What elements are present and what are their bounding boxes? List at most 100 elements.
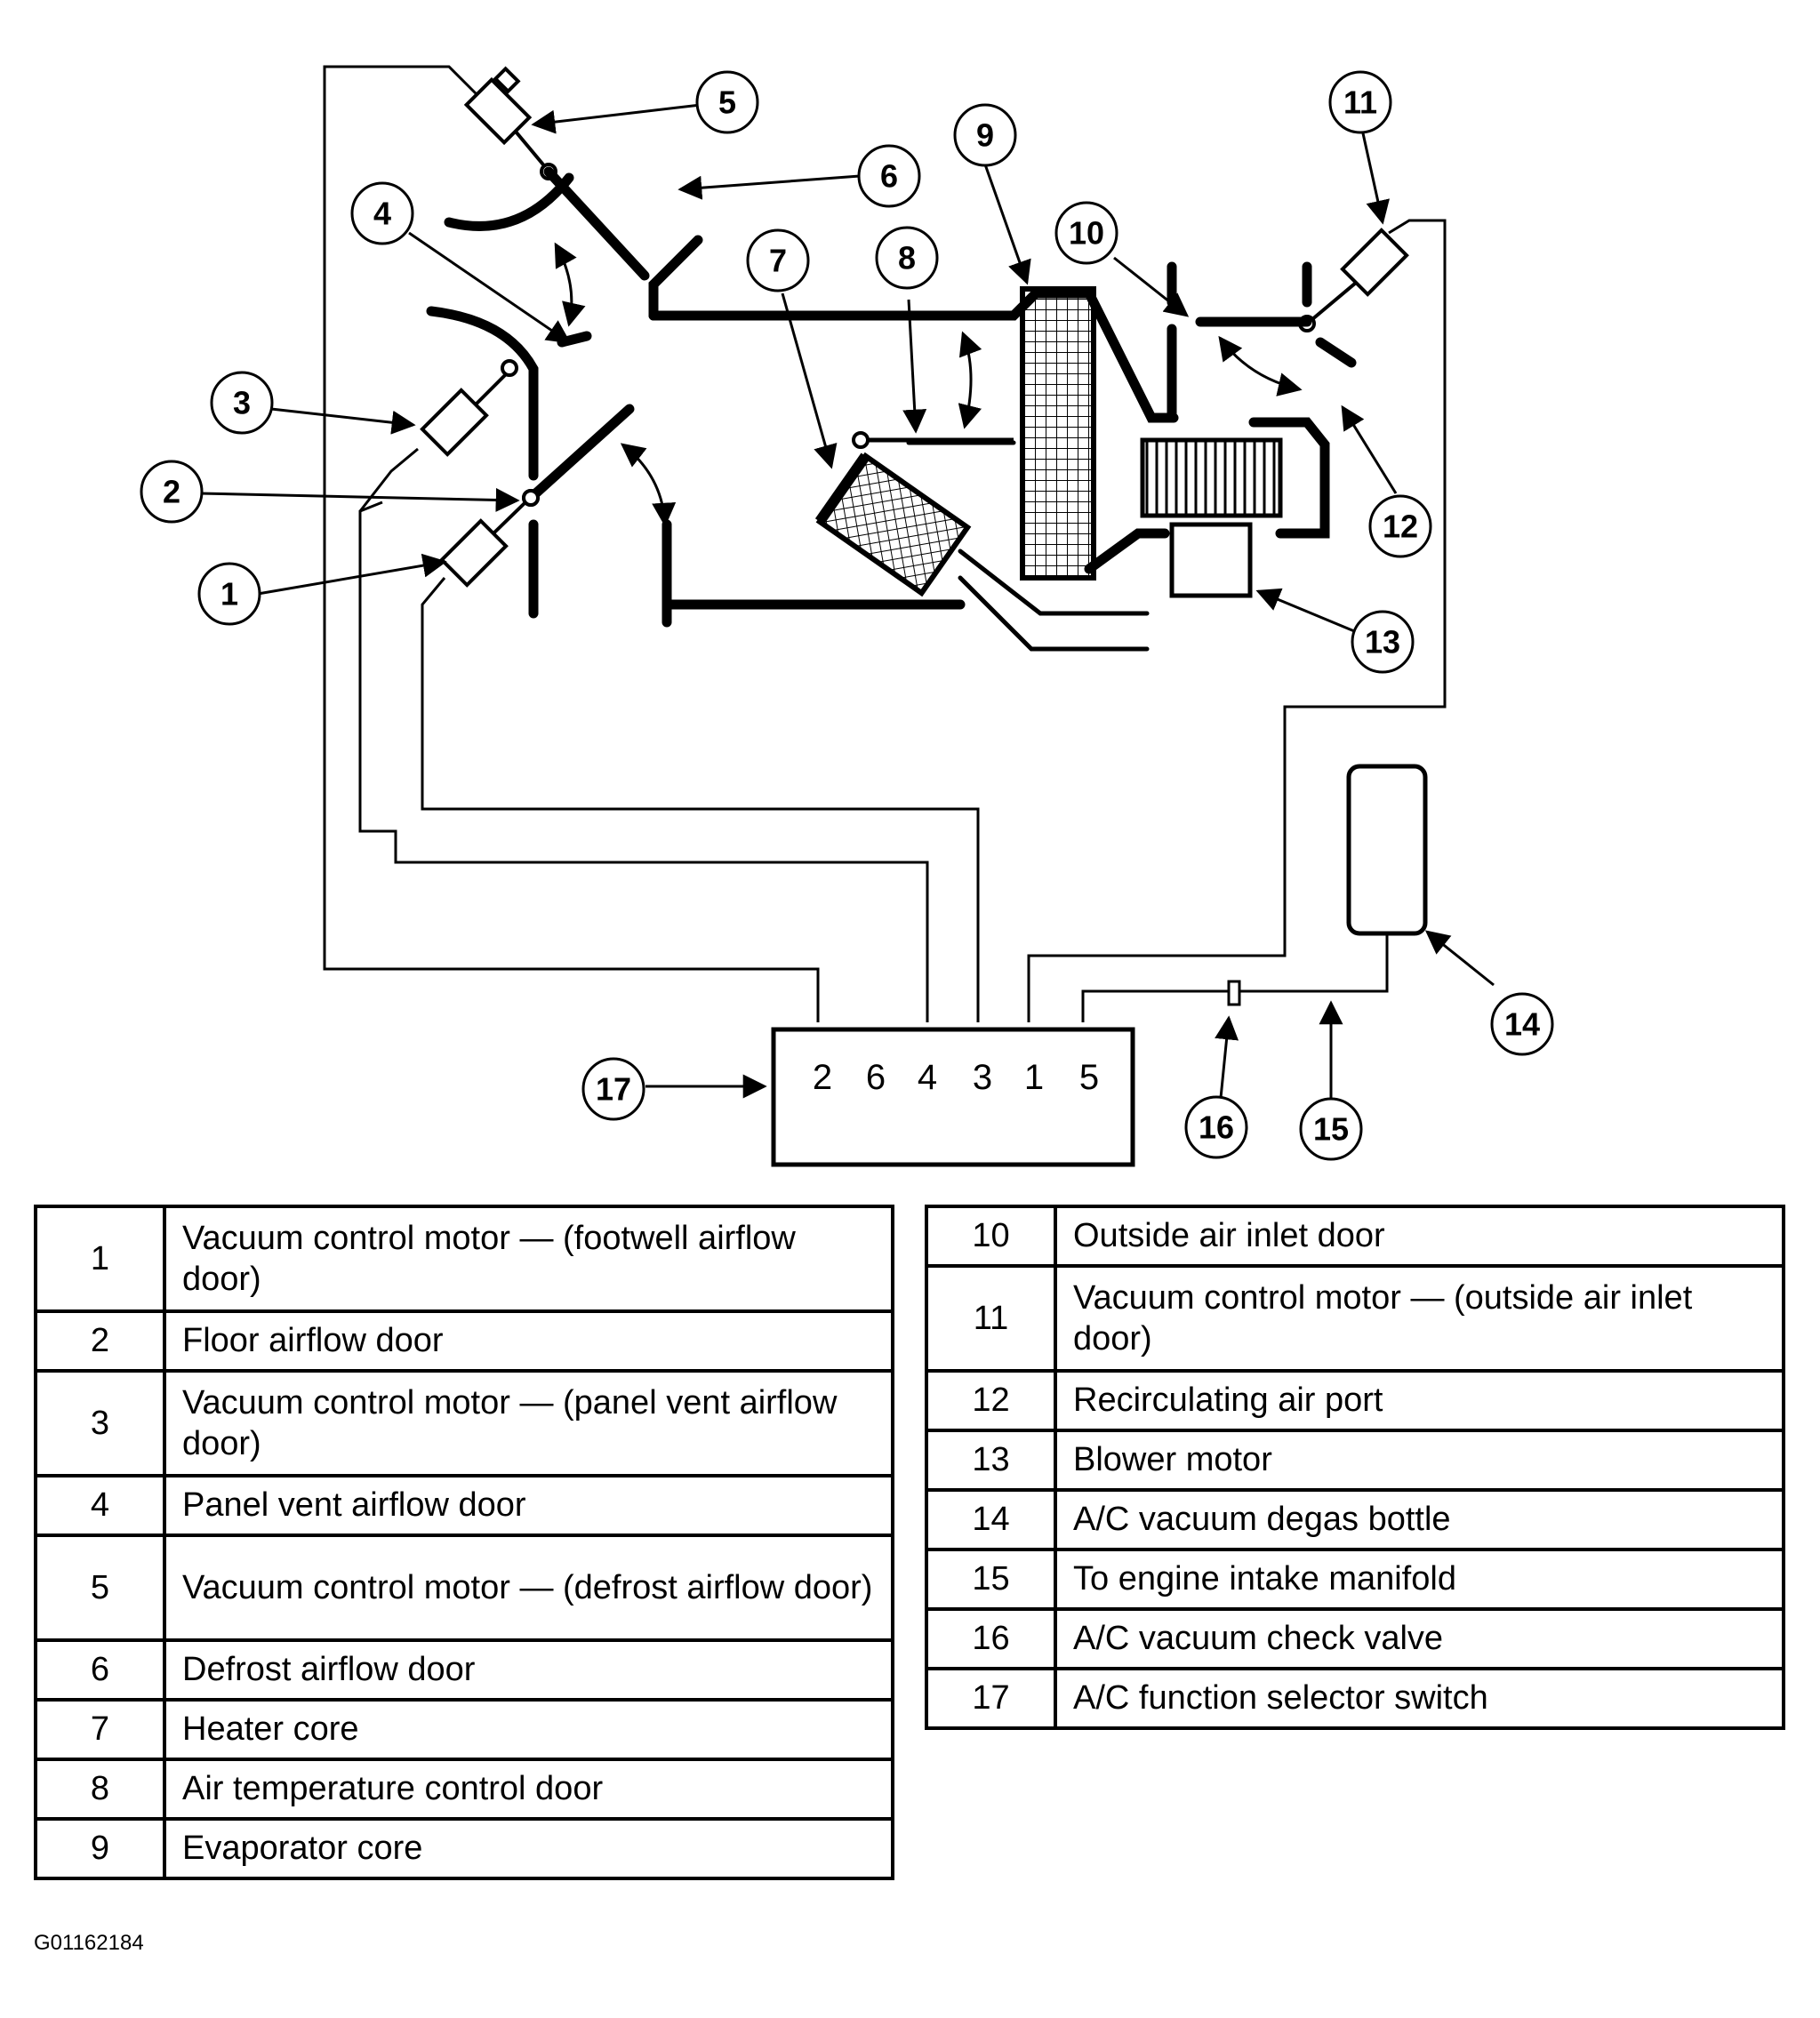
callout-number: 14 [1504,1006,1540,1043]
legend-label: A/C function selector switch [1054,1667,1785,1730]
callout-9: 9 [953,103,1017,167]
legend-label: Vacuum control motor — (defrost airflow … [163,1534,894,1642]
vacuum-motor-11 [1298,228,1409,332]
hose-port-3 [421,577,980,1022]
callout-7: 7 [746,228,810,292]
legend-number: 13 [925,1429,1057,1492]
legend-label: Air temperature control door [163,1758,894,1821]
heater-core [814,452,972,597]
callout-number: 4 [373,196,391,232]
outlet-lines-upper [958,549,1150,616]
hose-port-1 [1027,219,1447,1022]
legend-label: Vacuum control motor — (footwell airflow… [163,1205,894,1313]
blower-housing [1248,417,1330,539]
switch-port: 4 [918,1058,937,1097]
callout-3: 3 [210,371,274,435]
callout-4: 4 [350,181,414,245]
callout-number: 7 [769,243,787,279]
callout-13: 13 [1351,610,1415,674]
legend-label: Outside air inlet door [1054,1205,1785,1268]
legend-label: Defrost airflow door [163,1638,894,1702]
temp-door-pivot [852,431,870,449]
callout-number: 6 [880,158,898,195]
legend-number: 3 [34,1369,166,1477]
callout-number: 9 [976,117,994,154]
callout-12: 12 [1368,494,1432,558]
hose-port-5 [1081,925,1389,1022]
legend-number: 8 [34,1758,166,1821]
evap-lower-wall [1084,528,1170,574]
legend-number: 7 [34,1698,166,1761]
legend-label: Vacuum control motor — (outside air inle… [1054,1264,1785,1373]
figure-id: G01162184 [34,1931,144,1955]
switch-port: 1 [1024,1058,1044,1097]
callout-14: 14 [1490,992,1554,1056]
callout-2: 2 [140,460,204,524]
legend-label: Panel vent airflow door [163,1474,894,1537]
legend-number: 4 [34,1474,166,1537]
vacuum-motor-1 [439,489,540,588]
legend-label: Blower motor [1054,1429,1785,1492]
legend-number: 11 [925,1264,1057,1373]
callout-number: 16 [1199,1109,1234,1146]
panel-vent-wall [426,306,539,481]
legend-number: 14 [925,1488,1057,1551]
legend-number: 5 [34,1534,166,1642]
check-valve [1227,980,1241,1006]
hose-port-6 [358,500,929,1022]
blower-motor [1169,522,1253,598]
switch-port: 2 [813,1058,832,1097]
defrost-outlet-flap [648,235,703,321]
legend-number: 6 [34,1638,166,1702]
hose-port-2 [323,65,820,1022]
legend-label: A/C vacuum degas bottle [1054,1488,1785,1551]
legend-label: Vacuum control motor — (panel vent airfl… [163,1369,894,1477]
defrost-airflow-door [543,166,650,281]
callout-5: 5 [695,70,759,134]
hvac-vacuum-diagram: 2 6 4 3 1 5 1 2 3 4 5 [140,65,1554,1167]
callout-11: 11 [1328,70,1392,134]
vacuum-motor-3 [420,359,518,457]
callout-17: 17 [581,1057,645,1121]
legend-number: 9 [34,1817,166,1880]
callout-number: 11 [1343,84,1377,121]
legend-number: 16 [925,1607,1057,1670]
blower-wheel [1140,437,1283,518]
callout-number: 17 [596,1071,631,1108]
door-swing-arrows [554,242,1303,527]
callout-number: 3 [233,385,251,421]
callout-number: 15 [1313,1111,1349,1148]
switch-port: 3 [973,1058,992,1097]
callout-10: 10 [1054,201,1118,265]
floor-airflow-door [525,404,635,503]
legend-number: 2 [34,1309,166,1373]
callout-6: 6 [857,144,921,208]
floor-door-pivot [522,489,540,507]
legend-label: Recirculating air port [1054,1369,1785,1432]
switch-port: 6 [866,1058,886,1097]
vacuum-motor-5 [463,66,557,180]
outlet-lines-lower [958,575,1150,652]
switch-port: 5 [1079,1058,1099,1097]
callout-number: 8 [898,240,916,276]
legend-label: Evaporator core [163,1817,894,1880]
callout-15: 15 [1299,1097,1363,1161]
defrost-upper-wall [444,172,574,231]
callout-number: 12 [1383,509,1418,545]
callout-16: 16 [1184,1095,1248,1159]
